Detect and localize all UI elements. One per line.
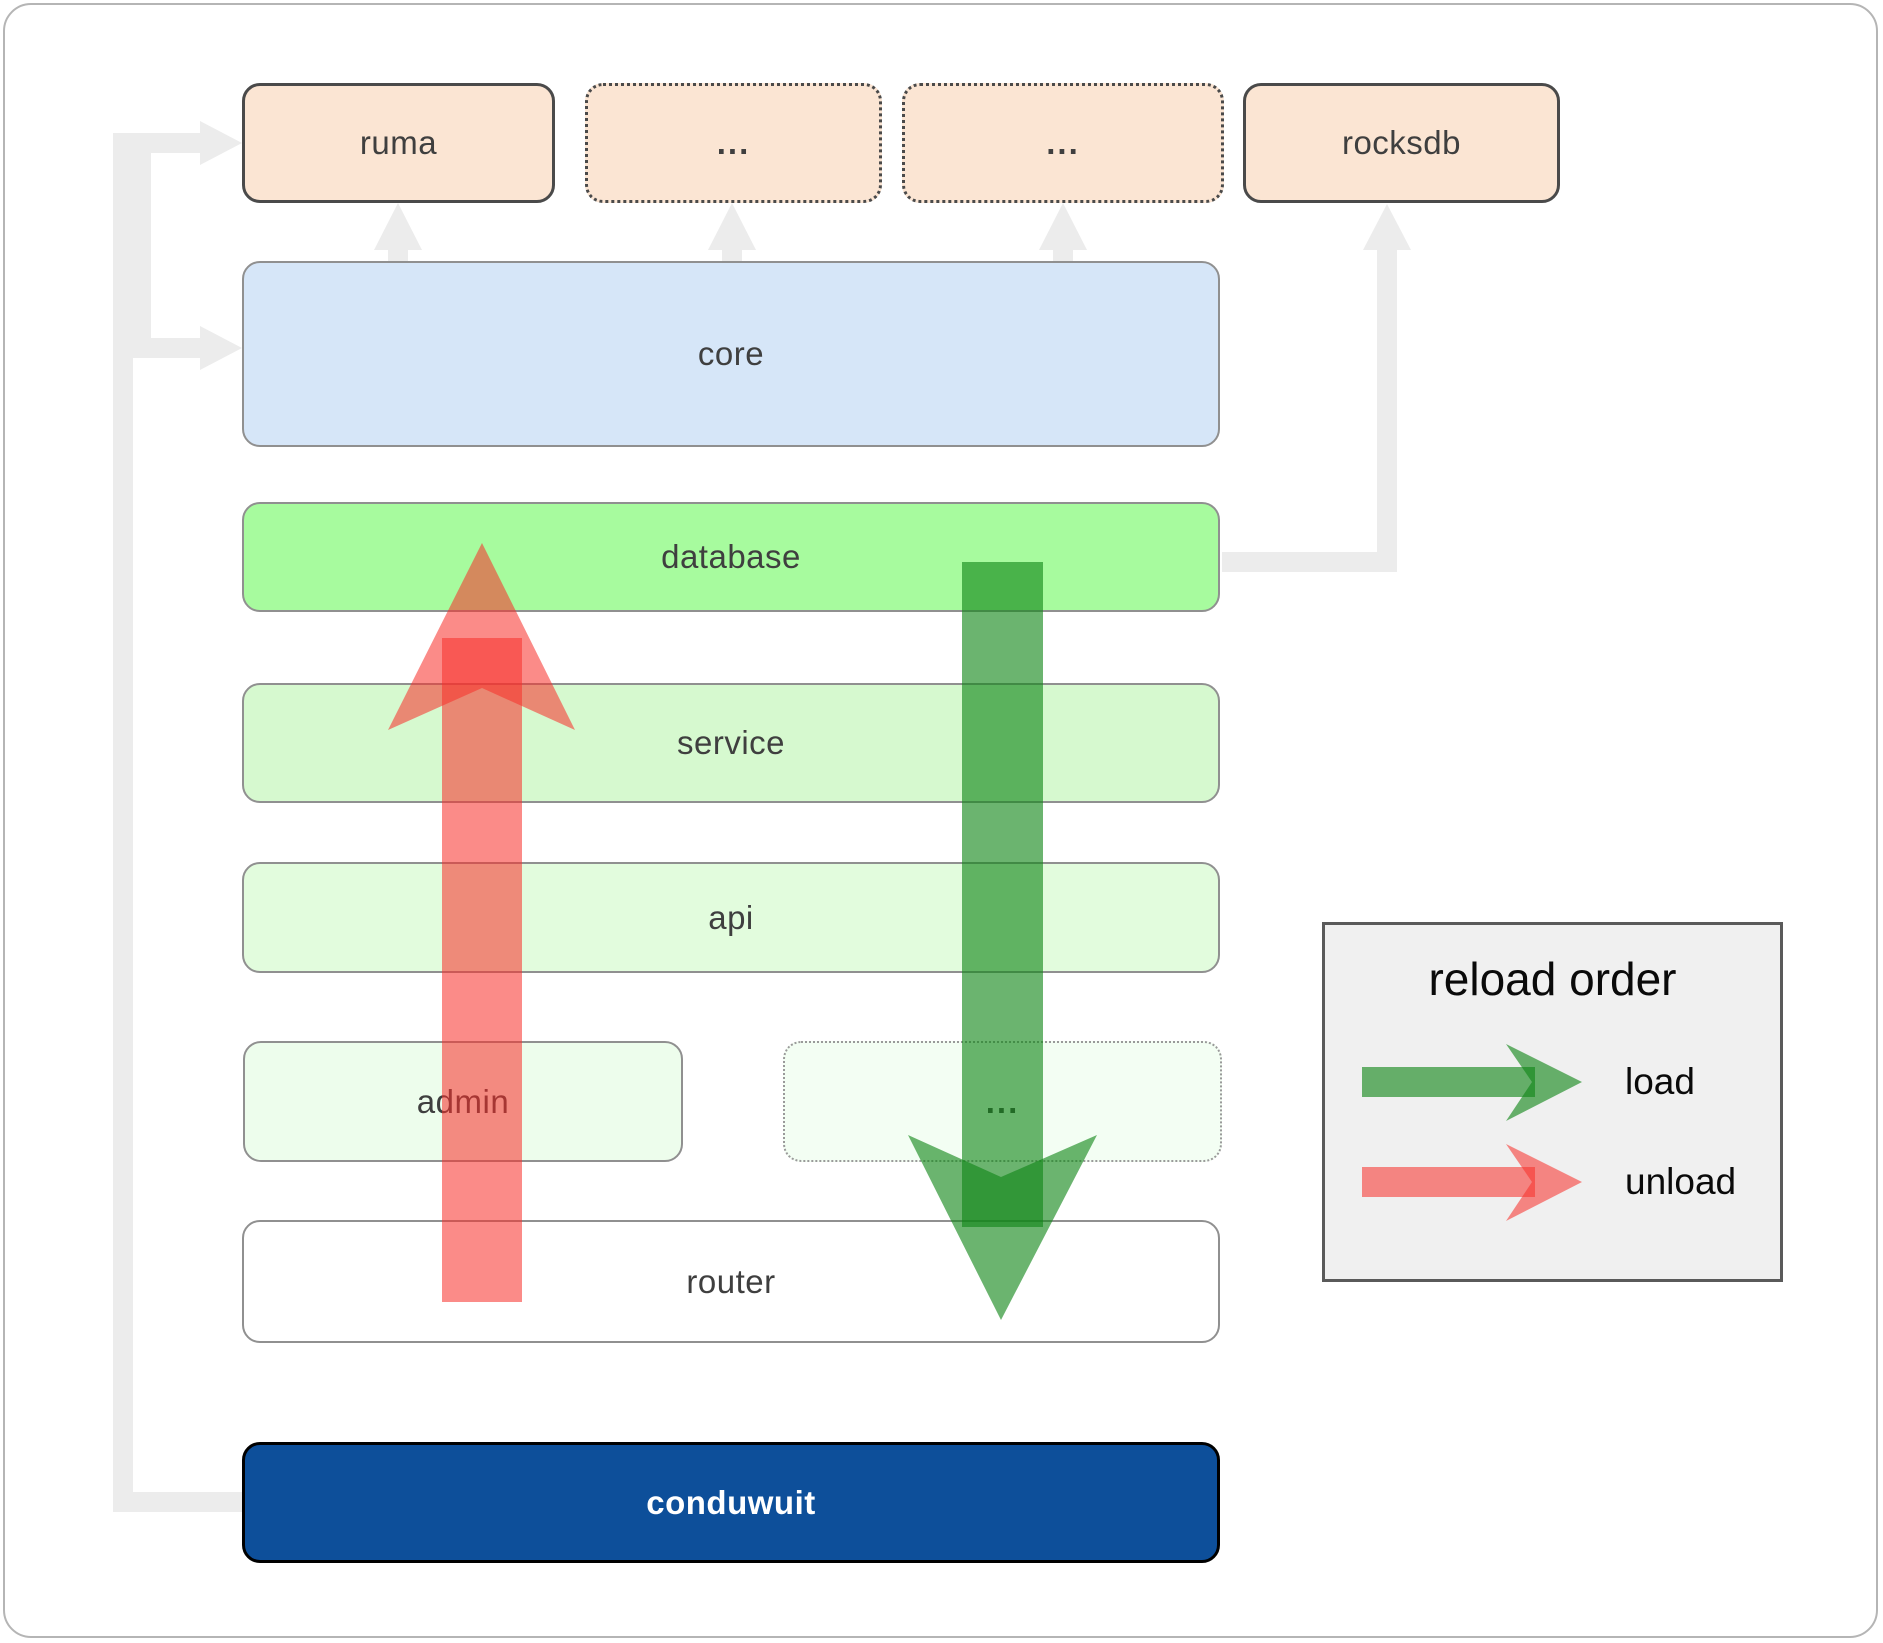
diagram-frame (3, 3, 1878, 1638)
box-ellipsis-1: ... (585, 83, 882, 203)
box-ellipsis-2: ... (902, 83, 1224, 203)
box-router-label: router (686, 1262, 776, 1300)
legend-load-label: load (1625, 1061, 1695, 1102)
box-service-label: service (676, 724, 786, 761)
box-ellipsis-1-label: ... (716, 124, 751, 161)
box-database-label: database (661, 538, 801, 575)
box-ruma: ruma (242, 83, 555, 203)
box-ruma-label: ruma (359, 124, 438, 161)
box-conduwuit: conduwuit (242, 1442, 1220, 1563)
box-api-label: api (708, 898, 754, 936)
box-conduwuit-label: conduwuit (646, 1483, 816, 1521)
box-ellipsis-2-label: ... (1046, 124, 1080, 161)
box-rocksdb-label: rocksdb (1341, 124, 1462, 161)
box-api: api (242, 862, 1220, 973)
box-core-label: core (697, 335, 765, 372)
box-core: core (242, 261, 1220, 447)
box-rocksdb: rocksdb (1243, 83, 1560, 203)
legend-unload-label: unload (1625, 1161, 1737, 1202)
legend-title: reload order (1428, 953, 1677, 1005)
